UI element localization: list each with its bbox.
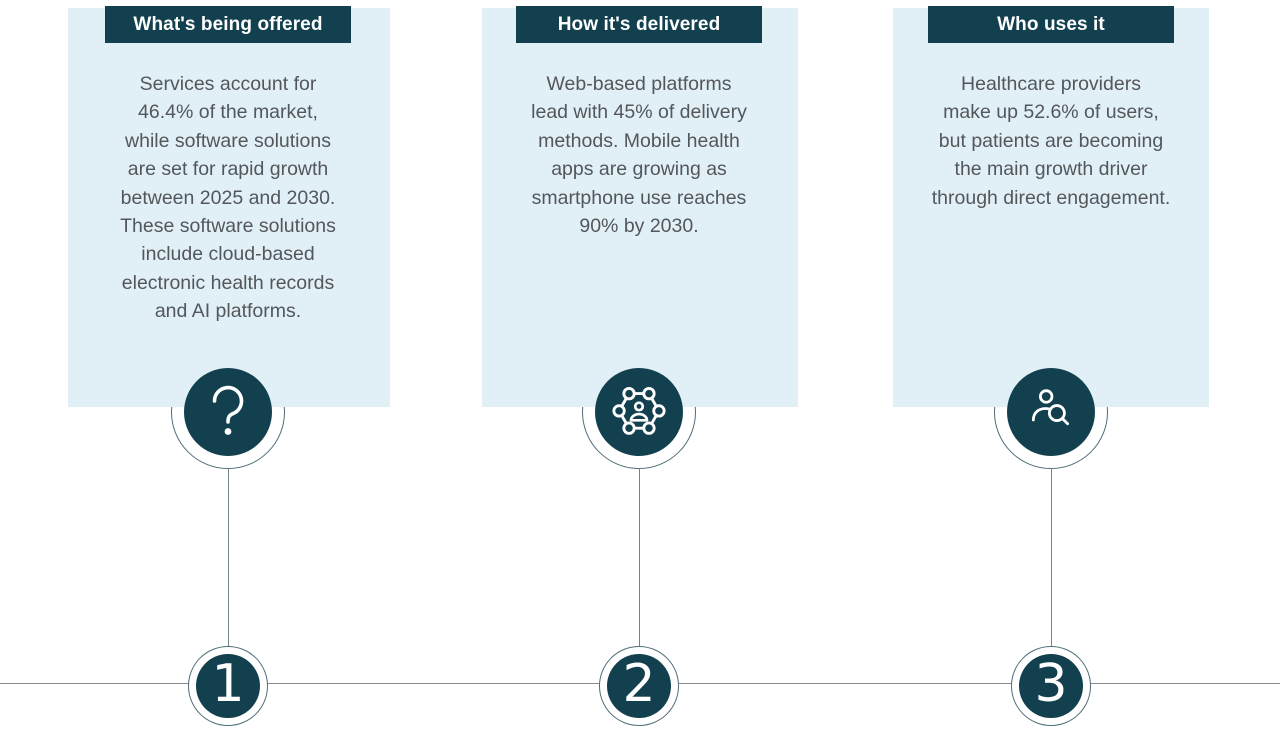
body-line: apps are growing as: [551, 158, 727, 181]
info-card: [893, 8, 1209, 407]
card-header-label: What's being offered: [133, 13, 323, 35]
body-line: but patients are becoming: [938, 129, 1164, 152]
body-line: electronic health records: [121, 271, 335, 294]
step-number: 2: [622, 654, 656, 714]
connector-line: [638, 468, 640, 648]
card-header-badge: How it's delivered: [516, 6, 762, 43]
card-body-text: Web-based platforms lead with 45% of del…: [531, 70, 747, 240]
body-line: make up 52.6% of users,: [943, 101, 1159, 124]
body-line: smartphone use reaches: [531, 186, 747, 209]
info-card: [68, 8, 390, 407]
card-body-text: Healthcare providers make up 52.6% of us…: [932, 70, 1171, 212]
connector-line: [227, 468, 229, 648]
step-number: 1: [211, 654, 245, 714]
card-header-label: Who uses it: [997, 13, 1105, 35]
body-line: while software solutions: [125, 129, 331, 152]
body-line: Web-based platforms: [546, 73, 732, 95]
body-line: are set for rapid growth: [127, 158, 329, 181]
body-line: Services account for: [139, 73, 317, 95]
connector-line: [1050, 468, 1052, 648]
body-line: 46.4% of the market,: [138, 101, 318, 124]
body-line: methods. Mobile health: [538, 129, 740, 152]
info-card: [482, 8, 798, 407]
body-line: between 2025 and 2030.: [120, 186, 336, 209]
body-line: 90% by 2030.: [579, 215, 699, 238]
body-line: These software solutions: [120, 215, 336, 238]
body-line: the main growth driver: [954, 158, 1148, 181]
body-line: include cloud-based: [141, 243, 315, 266]
body-line: and AI platforms.: [154, 300, 302, 323]
card-header-badge: What's being offered: [105, 6, 351, 43]
person-search-icon: [1007, 368, 1095, 456]
card-header-label: How it's delivered: [557, 13, 721, 35]
body-line: through direct engagement.: [931, 186, 1171, 209]
card-header-badge: Who uses it: [928, 6, 1174, 43]
question-mark-icon: [184, 368, 272, 456]
step-number-badge: 2: [607, 654, 671, 718]
step-number-badge: 3: [1019, 654, 1083, 718]
network-people-icon: [595, 368, 683, 456]
card-body-text: Services account for 46.4% of the market…: [120, 70, 336, 326]
step-number-badge: 1: [196, 654, 260, 718]
step-number: 3: [1034, 654, 1068, 714]
body-line: lead with 45% of delivery: [531, 101, 747, 124]
body-line: Healthcare providers: [961, 73, 1141, 95]
